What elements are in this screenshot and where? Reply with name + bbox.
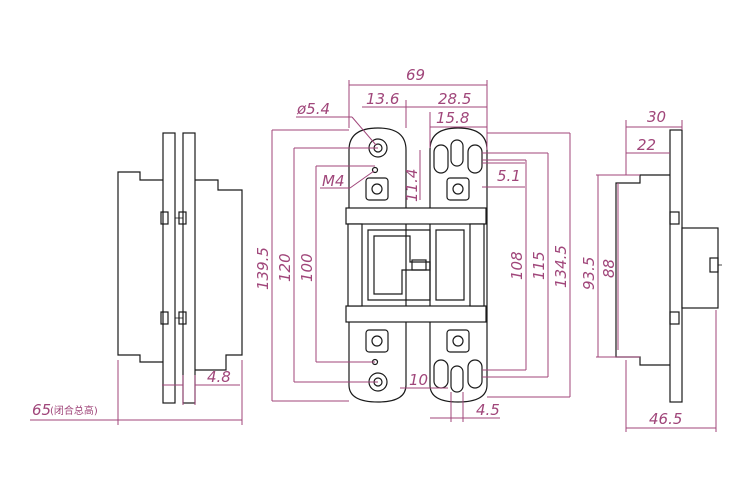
- right-mount-plate: [182, 132, 196, 404]
- right-leaf: [429, 127, 488, 403]
- hinge-side: [347, 223, 363, 307]
- dim-label-28-5: 28.5: [438, 90, 471, 108]
- dim-label-115: 115: [530, 251, 548, 280]
- right-body-outline: [195, 179, 243, 371]
- hinge-top-plate: [345, 207, 487, 225]
- left-mount-plate: [162, 132, 176, 404]
- adjust-block: [446, 177, 470, 201]
- dim-label-13-6: 13.6: [366, 90, 399, 108]
- dim-label-88: 88: [600, 259, 618, 278]
- dim-label-134-5: 134.5: [552, 245, 570, 288]
- dim-label-65: 65: [32, 401, 51, 419]
- adjust-screw: [371, 183, 383, 195]
- adjust-block: [365, 177, 389, 201]
- screw-head: [669, 311, 680, 325]
- slot: [450, 365, 464, 393]
- dim-label-139-5: 139.5: [254, 247, 272, 290]
- dim-label-22: 22: [637, 136, 656, 154]
- side-cup: [681, 227, 719, 309]
- slot: [433, 144, 449, 174]
- hinge-side: [469, 223, 485, 307]
- left-leaf: [348, 127, 407, 403]
- dim-label-100: 100: [298, 253, 316, 282]
- screw-head: [160, 311, 169, 325]
- adjust-block: [365, 329, 389, 353]
- dim-label-5-1: 5.1: [497, 167, 521, 185]
- leader-line: [351, 116, 377, 146]
- dim-label-120: 120: [276, 253, 294, 282]
- hinge-arm: [435, 229, 465, 301]
- pivot-pin: [411, 259, 427, 271]
- dim-label-4-8: 4.8: [207, 368, 231, 386]
- dim-label-10: 10: [409, 371, 428, 389]
- adjust-screw: [452, 183, 464, 195]
- slot: [450, 139, 464, 167]
- dim-label-46-5: 46.5: [649, 410, 682, 428]
- dim-note-closed-height: (闭合总高): [50, 404, 98, 417]
- right-side-view: 30 22 93.5 88 46.5: [580, 108, 722, 432]
- hinge-arm: [367, 229, 431, 301]
- adjust-screw: [371, 335, 383, 347]
- dim-label-69: 69: [406, 66, 425, 84]
- dim-label-93-5: 93.5: [580, 257, 598, 290]
- slot: [467, 144, 483, 174]
- adjust-block: [446, 329, 470, 353]
- dim-label-15-8: 15.8: [436, 109, 469, 127]
- slot: [467, 359, 483, 389]
- front-view: 69 13.6 28.5 15.8 ø5.4 M4 11.4 5.1 139.5: [254, 66, 571, 422]
- thread-hole: [371, 166, 379, 174]
- mount-plate: [669, 129, 683, 403]
- dim-label-11-4: 11.4: [403, 169, 421, 202]
- hinge-bottom-plate: [345, 305, 487, 323]
- hinge-link: [373, 235, 431, 295]
- side-body-outline: [615, 174, 670, 366]
- screw-head: [669, 211, 680, 225]
- dim-label-hole-diameter: ø5.4: [296, 100, 330, 118]
- leader-line: [349, 170, 375, 189]
- adjust-screw: [452, 335, 464, 347]
- left-body-outline: [117, 171, 163, 363]
- dim-label-30: 30: [647, 108, 666, 126]
- dim-label-thread: M4: [322, 172, 345, 190]
- dim-label-4-5: 4.5: [476, 401, 500, 419]
- left-side-view: 4.8 65 (闭合总高): [30, 132, 243, 425]
- screw-head: [160, 211, 169, 225]
- dim-label-108: 108: [508, 251, 526, 280]
